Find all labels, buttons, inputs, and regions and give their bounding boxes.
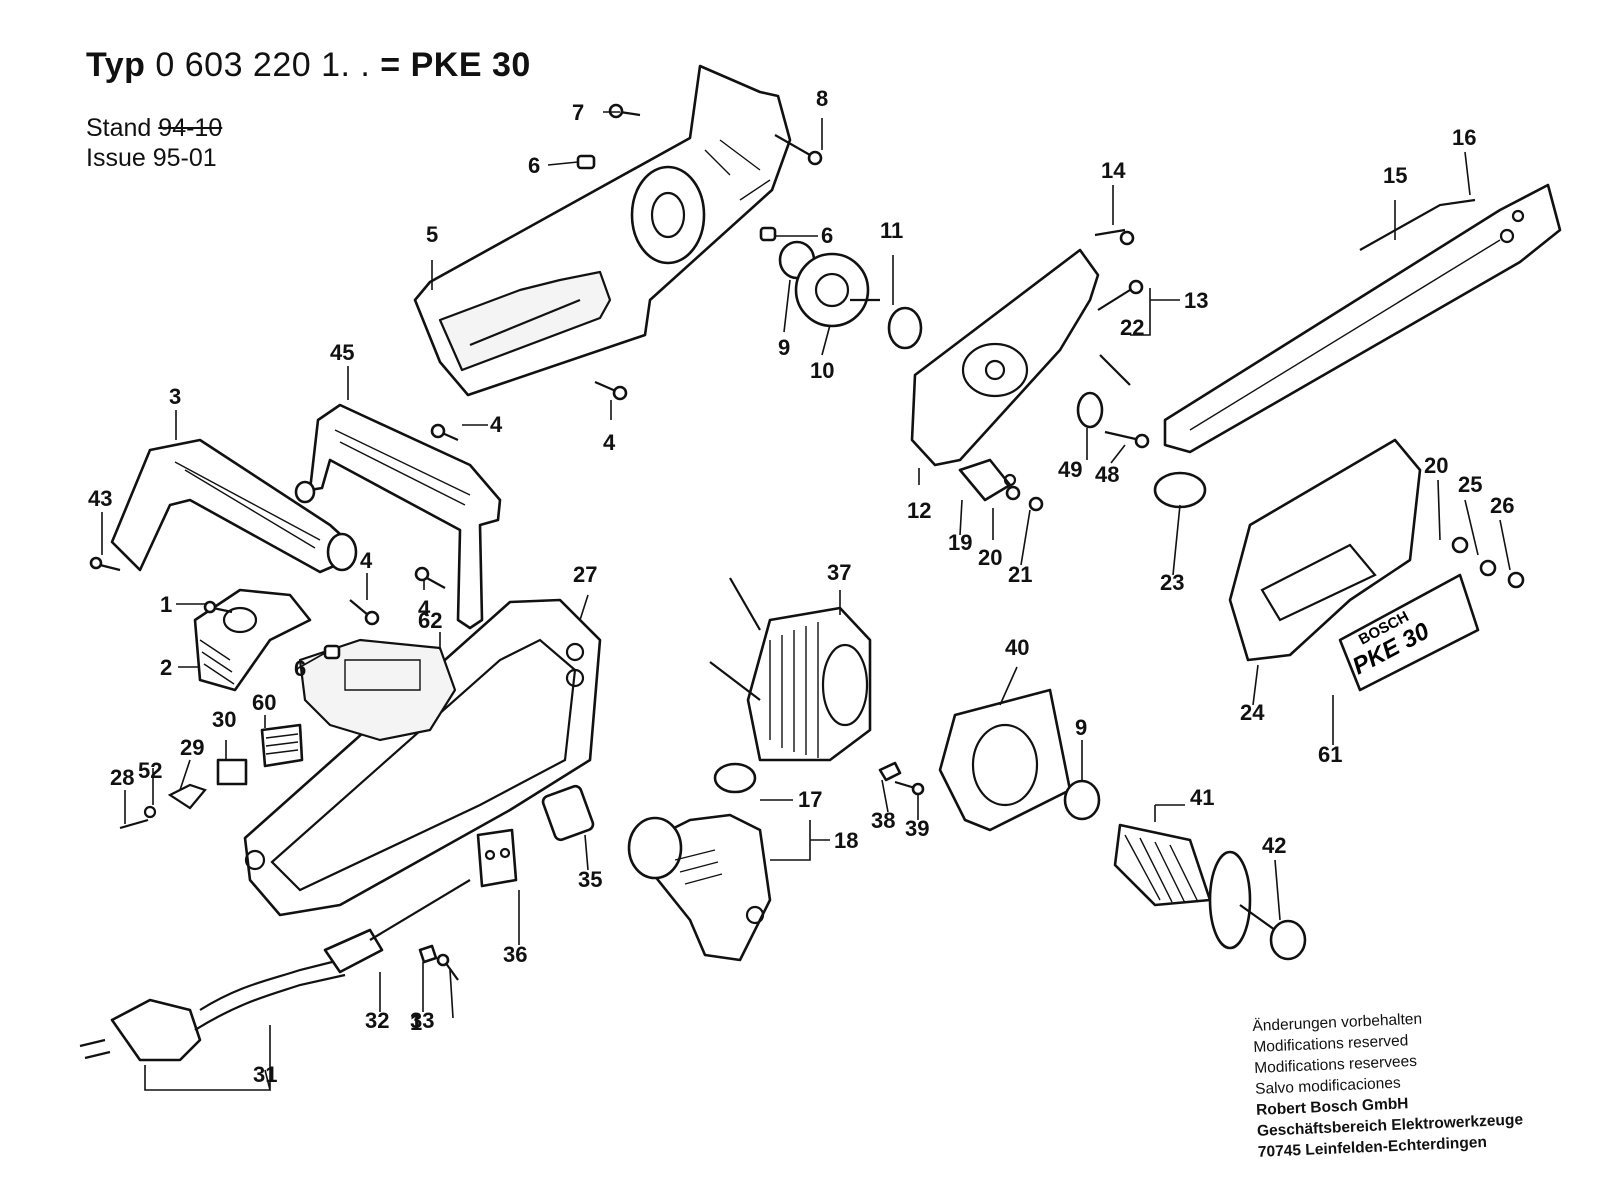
part-rear-handle: [294, 403, 502, 630]
leader-lines: [101, 111, 1511, 1091]
part-label: 6: [528, 153, 540, 178]
part-guide-bar: [1163, 183, 1562, 454]
part-label: 41: [1190, 785, 1214, 810]
part-label: 19: [948, 530, 972, 555]
part-label: 62: [418, 608, 442, 633]
type-header: Typ 0 603 220 1. . = PKE 30: [86, 46, 531, 85]
part-label: 30: [212, 707, 236, 732]
part-label: 4: [490, 412, 503, 437]
part-label: 40: [1005, 635, 1029, 660]
model-name: = PKE 30: [380, 46, 531, 84]
part-label: 52: [138, 758, 162, 783]
part-label: 29: [180, 735, 204, 760]
part-chain-cover: [1153, 438, 1422, 662]
part-label: 43: [88, 486, 112, 511]
stand-label: Stand: [86, 114, 152, 142]
part-label: 2: [160, 655, 172, 680]
part-label: 5: [426, 222, 438, 247]
part-label: 24: [1240, 700, 1265, 725]
part-label: 60: [252, 690, 276, 715]
part-label: 38: [871, 808, 895, 833]
part-label: 12: [907, 498, 931, 523]
part-label: 20: [978, 545, 1002, 570]
part-label: 39: [905, 816, 929, 841]
typ-number: 0 603 220 1. .: [155, 46, 371, 84]
stand-value: 94-10: [158, 114, 223, 142]
part-label: 35: [578, 867, 602, 892]
issue-value: 95-01: [152, 144, 217, 172]
part-label: 4: [360, 548, 373, 573]
part-baffle-plate: [938, 688, 1072, 832]
issue-label: Issue: [86, 144, 146, 172]
part-label: 49: [1058, 457, 1082, 482]
part-label: 48: [1095, 462, 1119, 487]
part-brand-plate: [1338, 573, 1480, 692]
part-label: 18: [834, 828, 858, 853]
part-label: 26: [1490, 493, 1514, 518]
part-label: 6: [821, 223, 833, 248]
part-label: 36: [503, 942, 527, 967]
part-label: 3: [169, 384, 181, 409]
part-power-cord: [79, 879, 471, 1062]
part-label: 31: [253, 1062, 277, 1087]
part-stator: [709, 577, 872, 762]
part-label: 21: [1008, 562, 1032, 587]
part-label: 33: [410, 1008, 434, 1033]
part-label: 6: [294, 656, 306, 681]
part-gear-and-plate: [778, 240, 1100, 502]
part-label: 4: [603, 430, 616, 455]
part-label: 61: [1318, 742, 1342, 767]
part-label: 22: [1120, 315, 1144, 340]
revision-block: Stand 94-10 Issue 95-01: [86, 113, 222, 173]
part-label: 42: [1262, 833, 1286, 858]
part-label: 28: [110, 765, 134, 790]
part-number-labels: 1 1 2 3 4 4 4 4 5 6 6 6 7 8 9 9 10 11 12…: [88, 86, 1514, 1087]
part-main-housing: [243, 598, 602, 917]
part-label: 23: [1160, 570, 1184, 595]
part-label: 11: [880, 218, 903, 243]
typ-word: Typ: [86, 46, 146, 84]
part-armature: [1063, 779, 1307, 961]
part-label: 16: [1452, 125, 1476, 150]
part-label: 7: [572, 100, 584, 125]
part-label: 32: [365, 1008, 389, 1033]
part-front-handle: [110, 438, 358, 574]
part-label: 1: [410, 1010, 422, 1035]
part-label: 9: [778, 335, 790, 360]
part-housing-upper: [413, 64, 792, 397]
part-switch-trigger: [193, 588, 312, 692]
part-oil-pump: [627, 762, 772, 962]
part-label: 17: [798, 787, 822, 812]
part-label: 1: [160, 592, 172, 617]
part-label: 8: [816, 86, 828, 111]
disclaimer-block: Änderungen vorbehalten Modifications res…: [1252, 1004, 1524, 1162]
part-label: 25: [1458, 472, 1482, 497]
part-label: 37: [827, 560, 851, 585]
part-label: 9: [1075, 715, 1087, 740]
part-small-components: [119, 723, 595, 888]
part-label: 27: [573, 562, 597, 587]
part-label: 15: [1383, 163, 1407, 188]
part-label: 20: [1424, 453, 1448, 478]
part-label: 13: [1184, 288, 1208, 313]
part-label: 45: [330, 340, 354, 365]
part-label: 14: [1101, 158, 1126, 183]
part-label: 10: [810, 358, 834, 383]
screws: [89, 103, 1525, 981]
part-label: 4: [418, 596, 431, 621]
